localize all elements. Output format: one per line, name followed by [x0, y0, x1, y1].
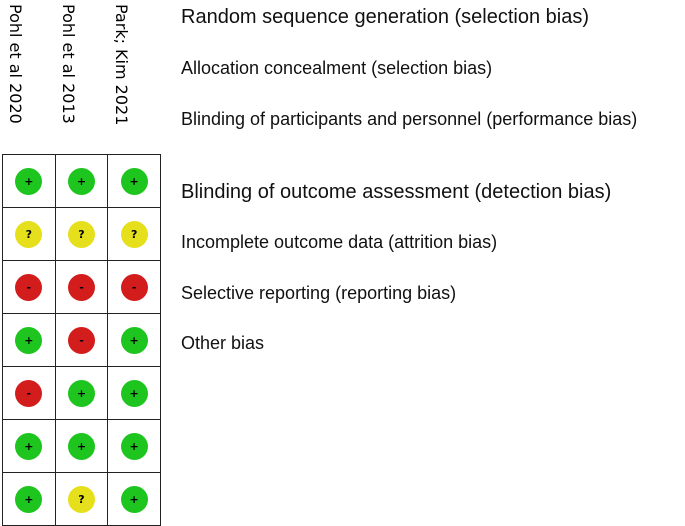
risk-symbol: + [24, 174, 34, 188]
low-risk-icon: + [15, 167, 43, 195]
grid-row: +? + [2, 472, 161, 526]
study-label: Park; Kim 2021 [112, 4, 131, 126]
low-risk-icon: + [67, 379, 95, 407]
risk-symbol: - [26, 386, 32, 400]
grid-cell: + [107, 472, 161, 526]
grid-cell: + [54, 154, 109, 208]
high-risk-icon: - [67, 273, 95, 301]
low-risk-icon: + [15, 432, 43, 460]
grid-row: - + + [2, 366, 161, 420]
grid-cell: - [54, 313, 109, 367]
risk-symbol: + [24, 439, 34, 453]
domain-label-incomplete-outcome: Incomplete outcome data (attrition bias) [181, 232, 498, 252]
study-header-pohl-2020: Pohl et al 2020 [4, 4, 26, 144]
grid-cell: + [54, 366, 109, 420]
domain-label-allocation: Allocation concealment (selection bias) [181, 58, 493, 78]
risk-symbol: + [76, 386, 87, 400]
grid-cell: + [107, 313, 161, 367]
grid-row: + + + [2, 419, 161, 473]
grid-row: + - + [2, 313, 161, 367]
grid-cell: ? [107, 207, 161, 261]
grid-row: + + + [2, 154, 161, 208]
low-risk-icon: + [120, 326, 148, 354]
risk-symbol: + [129, 333, 139, 347]
grid-cell: + [107, 366, 161, 420]
grid-cell: + [107, 154, 161, 208]
unclear-risk-icon: ? [120, 220, 148, 248]
risk-symbol: + [129, 386, 139, 400]
risk-symbol: + [76, 174, 87, 188]
risk-symbol: - [131, 280, 137, 294]
grid-cell: - [107, 260, 161, 314]
domain-label-random-sequence: Random sequence generation (selection bi… [181, 6, 590, 28]
unclear-risk-icon: ? [67, 485, 95, 513]
low-risk-icon: + [120, 485, 148, 513]
risk-symbol: - [26, 280, 32, 294]
study-label: Pohl et al 2020 [6, 4, 25, 124]
risk-symbol: + [24, 492, 34, 506]
low-risk-icon: + [120, 432, 148, 460]
domain-label-selective-reporting: Selective reporting (reporting bias) [181, 283, 457, 303]
grid-cell: - [54, 260, 109, 314]
risk-symbol: + [24, 333, 34, 347]
high-risk-icon: - [15, 379, 43, 407]
risk-symbol: + [129, 439, 139, 453]
grid-cell: + [54, 419, 109, 473]
risk-symbol: - [79, 333, 84, 347]
grid-cell: + [2, 313, 56, 367]
grid-cell: + [2, 419, 56, 473]
grid-row: ??? [2, 207, 161, 261]
grid-cell: ? [2, 207, 56, 261]
grid-cell: - [2, 366, 56, 420]
risk-of-bias-grid: + + +??? - - - + - + - + + + + + +? + [2, 154, 161, 526]
study-label: Pohl et al 2013 [59, 4, 78, 124]
risk-symbol: ? [78, 227, 85, 241]
study-header-park-kim-2021: Park; Kim 2021 [110, 4, 132, 144]
domain-label-blinding-participants: Blinding of participants and personnel (… [181, 109, 638, 129]
low-risk-icon: + [67, 432, 95, 460]
low-risk-icon: + [67, 167, 95, 195]
grid-cell: + [2, 154, 56, 208]
domain-label-blinding-outcome: Blinding of outcome assessment (detectio… [181, 181, 612, 203]
domain-label-other-bias: Other bias [181, 333, 265, 353]
risk-symbol: ? [78, 492, 85, 506]
risk-symbol: + [76, 439, 87, 453]
high-risk-icon: - [67, 326, 95, 354]
grid-cell: ? [54, 472, 109, 526]
low-risk-icon: + [120, 167, 148, 195]
low-risk-icon: + [15, 326, 43, 354]
grid-cell: + [107, 419, 161, 473]
grid-cell: - [2, 260, 56, 314]
risk-symbol: ? [130, 227, 138, 241]
risk-symbol: ? [25, 227, 33, 241]
study-header-pohl-2013: Pohl et al 2013 [57, 4, 79, 144]
risk-symbol: - [79, 280, 84, 294]
risk-symbol: + [129, 492, 139, 506]
grid-row: --- [2, 260, 161, 314]
grid-cell: + [2, 472, 56, 526]
high-risk-icon: - [120, 273, 148, 301]
unclear-risk-icon: ? [15, 220, 43, 248]
low-risk-icon: + [15, 485, 43, 513]
risk-symbol: + [129, 174, 139, 188]
low-risk-icon: + [120, 379, 148, 407]
high-risk-icon: - [15, 273, 43, 301]
grid-cell: ? [54, 207, 109, 261]
unclear-risk-icon: ? [67, 220, 95, 248]
